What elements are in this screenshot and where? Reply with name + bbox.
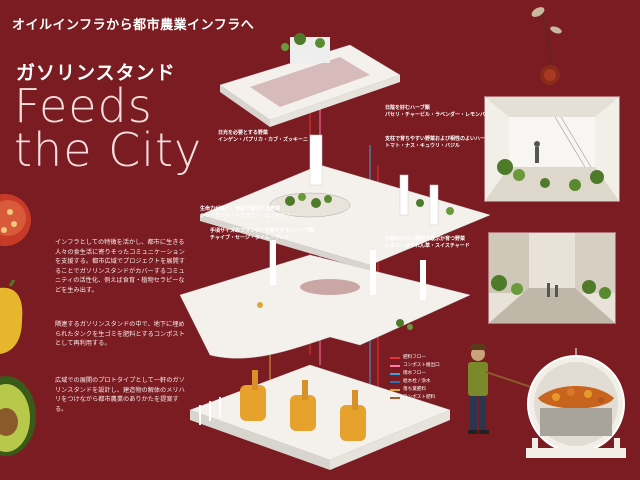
pepper-image [0, 280, 23, 354]
legend-item: 落ち葉肥料 [390, 386, 440, 394]
label-planter-herbs: 手頃サイズのプランターで育てやすいハーブ類 チャイブ・セージ・タイム・ディル [210, 228, 315, 241]
branch-illustration [531, 7, 562, 85]
layer-terrace [199, 134, 490, 271]
paragraph-1: インフラとしての特徴を活かし、都市に生きる人々の食生活に寄りそったコミュニケーシ… [55, 239, 185, 294]
legend-swatch [390, 357, 400, 359]
label-low-light-vegetables: 日照の少ない場所で最ぶか育つ野菜 レタス・ほうれん草・スイスチャード [385, 236, 470, 249]
paragraph-3: 広域での展開のプロトタイプとして一軒のガソリンスタンドを設計し、建造物の解体のメ… [55, 377, 185, 413]
title-english-line1: Feeds [14, 79, 153, 133]
exploded-axonometric-diagram [179, 33, 490, 470]
layer-roof [219, 33, 401, 127]
legend-item: 雨水フロー [390, 370, 440, 378]
paragraph-2: 隣連するガソリンスタンドの中で、地下に埋められたタンクを生ゴミを肥料とするコンポ… [55, 321, 185, 347]
legend-swatch [390, 381, 400, 383]
flow-legend: 肥料フロー コンポスト搬出口 雨水フロー 給水栓 / 浄水 落ち葉肥料 コンポス… [390, 354, 440, 402]
interior-perspective-image [484, 96, 620, 202]
farmer-figure [468, 344, 547, 434]
street-perspective-image [488, 232, 616, 324]
label-trellis-vegetables: 支柱で育ちやすい野菜および相性のよいハーブ トマト・ナス・キュウリ・バジル [385, 136, 490, 149]
legend-item: 肥料フロー [390, 354, 440, 362]
legend-item: コンポスト搬出口 [390, 362, 440, 370]
compost-tank [526, 348, 626, 458]
layer-ground [179, 240, 471, 359]
label-shade-herbs: 日陰を好むハーブ類 パセリ・チャービル・ラベンダー・レモンバーム [385, 105, 495, 118]
subtitle: オイルインフラから都市農業インフラへ [12, 18, 255, 33]
legend-swatch [390, 365, 400, 367]
legend-swatch [390, 397, 400, 399]
avocado-image [0, 376, 36, 456]
layer-underground-tanks [189, 364, 451, 470]
title-english: Feeds the City [14, 79, 203, 177]
legend-item: 給水栓 / 浄水 [390, 378, 440, 386]
compost-tank-illustration [468, 344, 626, 458]
label-sun-vegetables: 日光を必要とする野菜 インゲン・パプリカ・カブ・ズッキーニ [218, 130, 309, 143]
legend-swatch [390, 373, 400, 375]
legend-swatch [390, 389, 400, 391]
label-hardy-vegetables: 生命力が高く、地植で栽培する野菜 シソ・ミント・トウガラシ・ローズマリー [200, 206, 295, 219]
title-english-line2: the City [14, 123, 203, 177]
tomato-image [0, 194, 31, 246]
title-japanese: ガソリンスタンド [16, 62, 176, 84]
legend-item: コンポスト肥料 [390, 394, 440, 402]
